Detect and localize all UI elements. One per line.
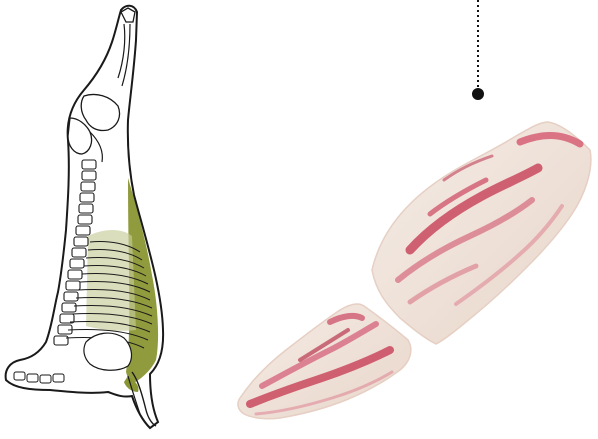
leader-line — [472, 0, 484, 100]
highlight-ribs — [86, 230, 136, 331]
pelvis — [81, 94, 119, 130]
meat-cut-lower — [238, 304, 411, 419]
hock — [121, 8, 135, 22]
carcass-diagram — [6, 6, 163, 428]
meat-cut-upper — [372, 122, 591, 344]
pointer-dot — [472, 88, 484, 100]
scapula — [84, 333, 132, 370]
neck-vertebrae — [14, 372, 64, 383]
